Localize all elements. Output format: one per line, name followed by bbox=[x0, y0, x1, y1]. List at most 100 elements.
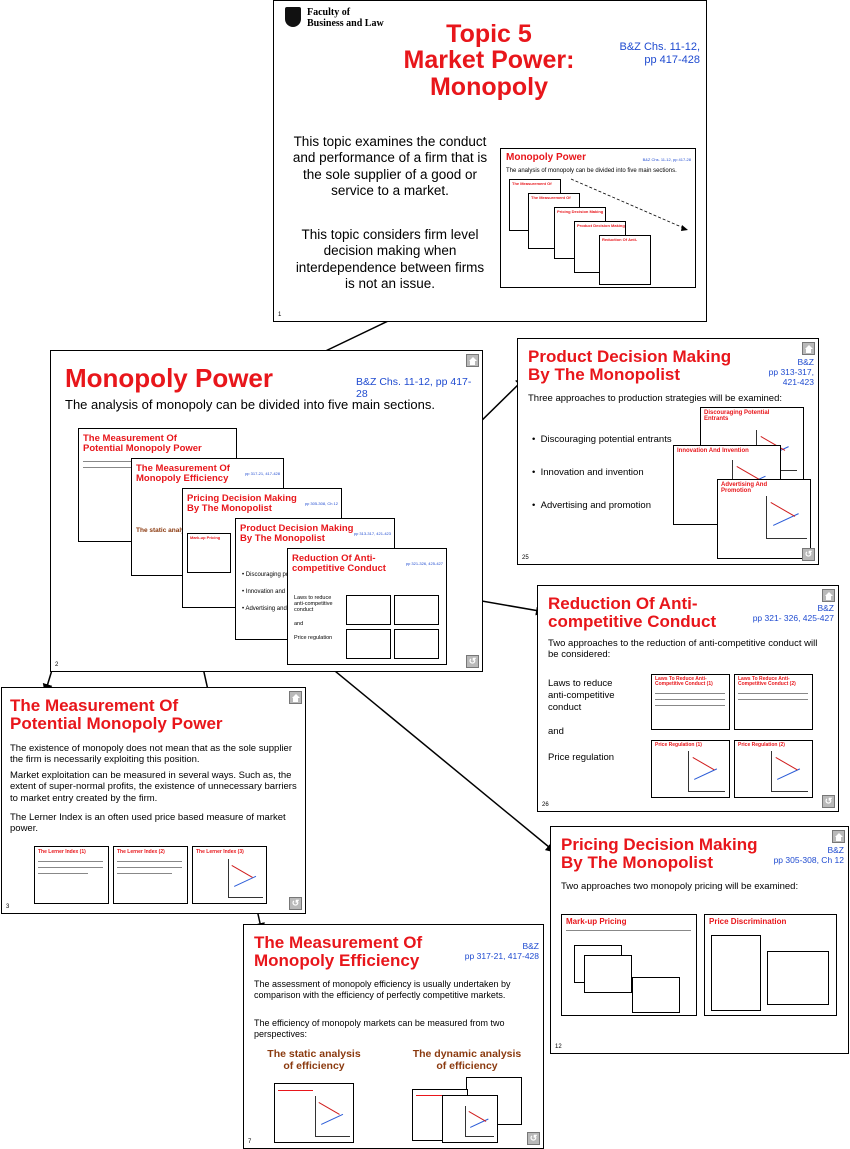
thumb-title: Innovation And Invention bbox=[677, 448, 749, 454]
ref-line-1: B&Z bbox=[797, 357, 814, 367]
ref-line-2: pp 417-428 bbox=[644, 54, 700, 67]
thumb-title-1: Discouraging Potential bbox=[704, 410, 770, 416]
text-line bbox=[655, 693, 725, 694]
mini-title-1: The Measurement Of bbox=[83, 433, 177, 444]
thumb-title: Price Discrimination bbox=[709, 917, 787, 926]
slide-subtitle: Three approaches to production strategie… bbox=[528, 393, 783, 404]
return-icon[interactable]: ↺ bbox=[289, 897, 302, 910]
title-line-1: Reduction Of Anti- bbox=[548, 594, 698, 613]
thumb-price-discrimination[interactable]: Price Discrimination bbox=[704, 914, 837, 1016]
text-line bbox=[655, 699, 725, 700]
mini-price-reg-text: Price regulation bbox=[294, 635, 333, 641]
laws-line-3: conduct bbox=[548, 701, 582, 713]
thumb-title: The Lerner Index (1) bbox=[38, 849, 86, 855]
slide-topic-5: Faculty of Business and Law Topic 5 Mark… bbox=[273, 0, 707, 322]
thumbnail-monopoly-power[interactable]: Monopoly Power B&Z Chs. 11-12, pp 417-28… bbox=[500, 148, 696, 288]
title-line-2: By The Monopolist bbox=[561, 852, 714, 872]
slide-reduction-conduct: Reduction Of Anti- competitive Conduct B… bbox=[537, 585, 839, 812]
home-icon[interactable] bbox=[802, 342, 815, 355]
text-line bbox=[566, 930, 691, 931]
title-line-1: Pricing Decision Making bbox=[561, 835, 758, 854]
title-line-2: By The Monopolist bbox=[528, 364, 681, 384]
bullet-item: • Innovation and invention bbox=[532, 467, 644, 478]
home-icon[interactable] bbox=[832, 830, 845, 843]
slide-title: Pricing Decision Making By The Monopolis… bbox=[561, 836, 758, 872]
thumb-card-title: Product Decision Making bbox=[577, 223, 625, 228]
thumb-title: The Lerner Index (2) bbox=[117, 849, 165, 855]
return-icon[interactable]: ↺ bbox=[527, 1132, 540, 1145]
thumb-lerner-1[interactable]: The Lerner Index (1) bbox=[34, 846, 109, 904]
slide-number: 25 bbox=[522, 555, 529, 561]
mini-markup-title: Mark-up Pricing bbox=[190, 535, 221, 540]
slide-subtitle: Two approaches two monopoly pricing will… bbox=[561, 881, 799, 892]
thumb-title-2: Competitive Conduct (2) bbox=[738, 681, 796, 688]
mini-bullet-text: Advertising and promotion bbox=[245, 606, 316, 612]
slide-number: 2 bbox=[55, 662, 59, 668]
title-line-1: Product Decision Making bbox=[528, 347, 732, 366]
title-line-1: The Measurement Of bbox=[10, 696, 179, 715]
mini-subthumb bbox=[346, 595, 391, 625]
thumb-card-title: The Measurement Of bbox=[512, 181, 552, 186]
thumb-card-title: The Measurement Of bbox=[531, 195, 571, 200]
paragraph-2: The efficiency of monopoly markets can b… bbox=[254, 1018, 505, 1039]
thumb-title-1: Advertising And bbox=[721, 482, 768, 488]
thumb-title: Laws To Reduce Anti-Competitive Conduct … bbox=[655, 676, 713, 688]
slide-reference: B&Z pp 305-308, Ch 12 bbox=[774, 845, 844, 865]
ref-line-1: B&Z Chs. 11-12, bbox=[619, 41, 701, 53]
slide-reference: B&Z pp 317-21, 417-428 bbox=[465, 941, 539, 961]
faculty-crest-icon bbox=[285, 7, 301, 27]
slide-subtitle: The analysis of monopoly can be divided … bbox=[65, 397, 435, 412]
slide-reference: B&Z Chs. 11-12, pp 417-428 bbox=[620, 41, 701, 67]
thumb-dynamic-analysis-3[interactable] bbox=[442, 1095, 498, 1143]
thumb-lerner-3[interactable]: The Lerner Index (3) bbox=[192, 846, 267, 904]
dynamic-analysis-heading: The dynamic analysis of efficiency bbox=[402, 1048, 532, 1072]
mini-title-1: Pricing Decision Making bbox=[187, 493, 297, 504]
mini-markup-thumb: Mark-up Pricing bbox=[187, 533, 231, 573]
slide-reference: B&Z Chs. 11-12, pp 417-28 bbox=[356, 376, 472, 400]
text-line bbox=[738, 699, 808, 700]
faculty-name: Faculty of Business and Law bbox=[307, 7, 384, 29]
thumb-title: The Lerner Index (3) bbox=[196, 849, 244, 855]
return-icon[interactable]: ↺ bbox=[802, 548, 815, 561]
thumb-laws-2[interactable]: Laws To Reduce Anti-Competitive Conduct … bbox=[734, 674, 813, 730]
thumb-markup-pricing[interactable]: Mark-up Pricing bbox=[561, 914, 697, 1016]
ref-line-3: 421-423 bbox=[782, 377, 814, 388]
static-line-1: The static analysis bbox=[267, 1048, 361, 1060]
thumb-subtitle: The analysis of monopoly can be divided … bbox=[506, 168, 677, 174]
thumb-title-2: Competitive Conduct (1) bbox=[655, 681, 713, 688]
thumb-card-title: Reduction Of Anti- bbox=[602, 237, 638, 242]
home-icon[interactable] bbox=[466, 354, 479, 367]
slide-product-decision: Product Decision Making By The Monopolis… bbox=[517, 338, 819, 565]
thumb-lerner-2[interactable]: The Lerner Index (2) bbox=[113, 846, 188, 904]
thumb-price-regulation-1[interactable]: Price Regulation (1) bbox=[651, 740, 730, 798]
return-icon[interactable]: ↺ bbox=[822, 795, 835, 808]
thumb-price-regulation-2[interactable]: Price Regulation (2) bbox=[734, 740, 813, 798]
slide-title: Monopoly Power bbox=[65, 363, 273, 393]
slide-pricing-decision: Pricing Decision Making By The Monopolis… bbox=[550, 826, 849, 1054]
thumb-laws-1[interactable]: Laws To Reduce Anti-Competitive Conduct … bbox=[651, 674, 730, 730]
laws-line-1: Laws to reduce bbox=[548, 678, 613, 689]
thumb-static-analysis[interactable] bbox=[274, 1083, 354, 1143]
return-icon[interactable]: ↺ bbox=[466, 655, 479, 668]
home-icon[interactable] bbox=[822, 589, 835, 602]
mini-title: Reduction Of Anti-competitive Conduct bbox=[292, 554, 386, 574]
mini-laws-text: Laws to reduce anti-competitive conduct bbox=[294, 595, 333, 613]
ref-line-2: pp 317-21, 417-428 bbox=[464, 951, 539, 962]
mini-title-2: Monopoly Efficiency bbox=[136, 472, 229, 484]
text-line bbox=[738, 693, 808, 694]
thumb-card-title: Pricing Decision Making bbox=[557, 209, 604, 214]
text-line bbox=[83, 467, 143, 468]
bullet-item: • Advertising and promotion bbox=[532, 500, 651, 511]
thumb-title-line bbox=[416, 1095, 456, 1096]
mini-reduction-conduct[interactable]: Reduction Of Anti-competitive Conduct pp… bbox=[287, 548, 447, 665]
slide-subtitle: Two approaches to the reduction of anti-… bbox=[548, 638, 818, 661]
mini-ref: pp 305-308, Ch 12 bbox=[304, 501, 338, 506]
dynamic-line-1: The dynamic analysis bbox=[412, 1048, 522, 1060]
bullet-list: • Discouraging potential entrants • Inno… bbox=[532, 423, 672, 522]
thumb-title-line bbox=[278, 1090, 313, 1091]
home-icon[interactable] bbox=[289, 691, 302, 704]
